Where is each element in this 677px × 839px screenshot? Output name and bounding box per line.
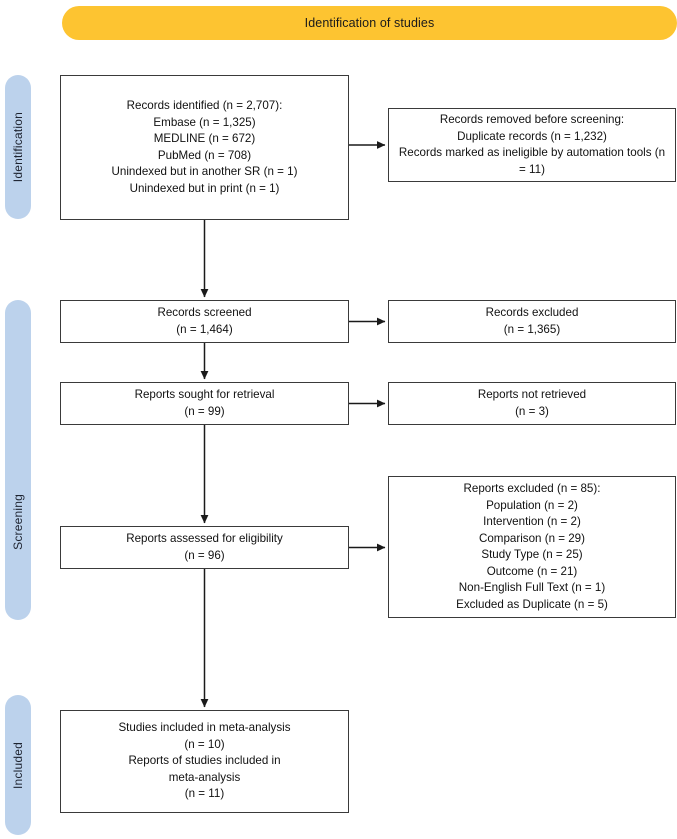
box-studies-included: Studies included in meta-analysis (n = 1… — [60, 710, 349, 813]
stage-pill-screening: Screening — [5, 300, 31, 620]
box-records-identified-text: Records identified (n = 2,707): Embase (… — [111, 99, 298, 195]
box-reports-not-retrieved-text: Reports not retrieved (n = 3) — [477, 388, 587, 418]
stage-label-included: Included — [11, 741, 25, 789]
diagram-title: Identification of studies — [304, 16, 435, 30]
diagram-header-banner: Identification of studies — [62, 6, 677, 40]
stage-pill-included: Included — [5, 695, 31, 835]
box-records-removed: Records removed before screening: Duplic… — [388, 108, 676, 182]
box-reports-not-retrieved: Reports not retrieved (n = 3) — [388, 382, 676, 425]
stage-pill-identification: Identification — [5, 75, 31, 219]
box-studies-included-text: Studies included in meta-analysis (n = 1… — [118, 721, 291, 801]
box-records-screened-text: Records screened (n = 1,464) — [157, 306, 252, 336]
box-reports-excluded-text: Reports excluded (n = 85): Population (n… — [456, 482, 608, 611]
box-records-screened: Records screened (n = 1,464) — [60, 300, 349, 343]
stage-label-screening: Screening — [11, 494, 25, 550]
box-records-excluded: Records excluded (n = 1,365) — [388, 300, 676, 343]
box-reports-sought: Reports sought for retrieval (n = 99) — [60, 382, 349, 425]
box-reports-assessed-text: Reports assessed for eligibility (n = 96… — [126, 532, 283, 562]
box-records-excluded-text: Records excluded (n = 1,365) — [485, 306, 579, 336]
box-reports-assessed: Reports assessed for eligibility (n = 96… — [60, 526, 349, 569]
box-reports-excluded: Reports excluded (n = 85): Population (n… — [388, 476, 676, 618]
box-records-identified: Records identified (n = 2,707): Embase (… — [60, 75, 349, 220]
box-reports-sought-text: Reports sought for retrieval (n = 99) — [134, 388, 275, 418]
box-records-removed-text: Records removed before screening: Duplic… — [398, 113, 666, 176]
stage-label-identification: Identification — [11, 111, 25, 183]
